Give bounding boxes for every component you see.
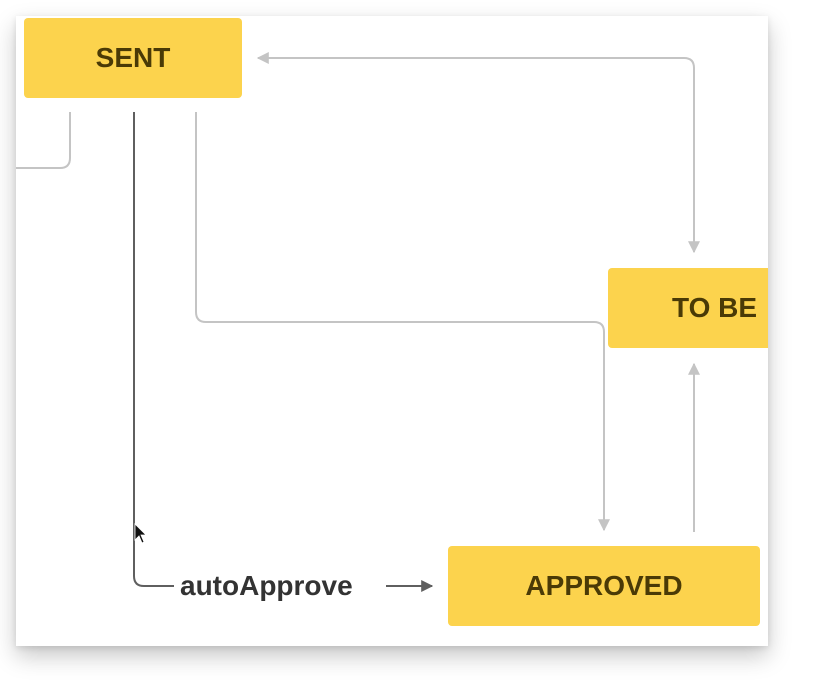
state-node-sent[interactable]: SENT [24, 18, 242, 98]
edge-sent-approved[interactable] [195, 112, 610, 532]
edge-sent-autoapprove[interactable] [133, 112, 174, 587]
state-node-approved[interactable]: APPROVED [448, 546, 760, 626]
state-node-label: TO BE [672, 292, 758, 323]
diagram-canvas: SENT TO BE APPROVED autoApprove [16, 16, 768, 646]
state-node-label: APPROVED [525, 570, 683, 601]
transition-label-autoapprove[interactable]: autoApprove [180, 570, 353, 601]
state-node-to-be[interactable]: TO BE [608, 268, 768, 348]
state-node-label: SENT [95, 42, 171, 73]
edges-layer [16, 52, 700, 592]
edge-offscreen-to-sent[interactable] [16, 112, 71, 169]
edge-sent-tobe[interactable] [256, 52, 700, 254]
mouse-cursor-icon [134, 523, 147, 544]
